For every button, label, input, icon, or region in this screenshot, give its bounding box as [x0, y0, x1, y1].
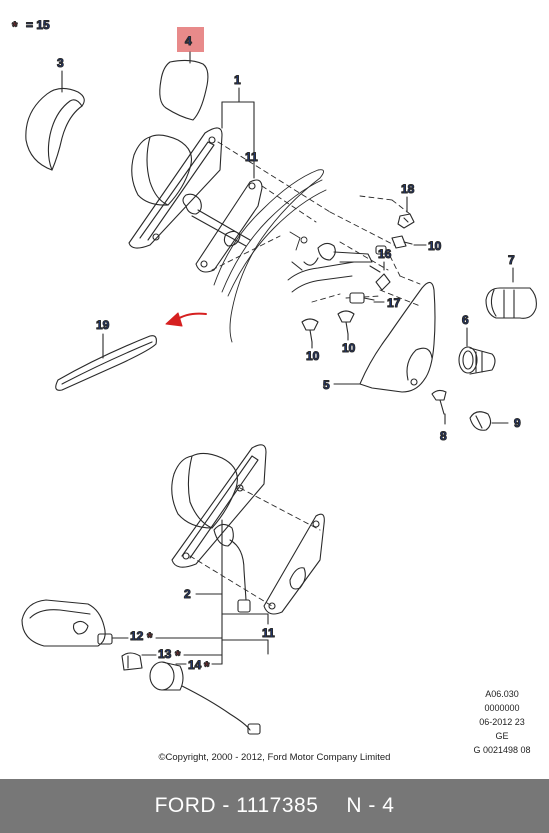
- mirror-glass-4: [159, 59, 209, 121]
- exploded-parts-diagram: * = 15 4 3 1 11: [11, 17, 537, 735]
- info-line-3: 06-2012 23: [479, 717, 525, 727]
- callout-3[interactable]: 3: [56, 55, 64, 70]
- footer-bar: FORD - 1117385 N - 4: [0, 779, 549, 833]
- clip-18: [397, 213, 415, 229]
- info-line-2: 0000000: [484, 703, 520, 713]
- copyright-text: ©Copyright, 2000 - 2012, Ford Motor Comp…: [158, 752, 391, 763]
- legend-asterisk: *: [12, 18, 18, 34]
- callout-17[interactable]: 17: [386, 295, 401, 310]
- callout-6[interactable]: 6: [461, 312, 469, 327]
- callout-13[interactable]: 13: [157, 646, 172, 661]
- callout-11-top[interactable]: 11: [244, 149, 258, 164]
- trim-strip-19: [55, 335, 157, 391]
- callout-7[interactable]: 7: [507, 252, 515, 267]
- connector-17: [349, 292, 375, 304]
- legend-equals-15: = 15: [26, 18, 50, 32]
- drawing-info-block: A06.030 0000000 06-2012 23 GE G 0021498 …: [458, 687, 546, 757]
- motor-14: [149, 661, 261, 735]
- highlight-box-4: [177, 27, 204, 52]
- callout-8[interactable]: 8: [439, 428, 447, 443]
- screw-10-a: [391, 235, 413, 249]
- callout-19[interactable]: 19: [95, 317, 110, 332]
- callout-4[interactable]: 4: [184, 33, 192, 48]
- screw-8: [431, 389, 447, 415]
- direction-arrow: [165, 312, 207, 327]
- cap-9: [469, 411, 492, 431]
- callout-2[interactable]: 2: [183, 586, 191, 601]
- callout-11-bottom[interactable]: 11: [261, 625, 275, 640]
- callout-5[interactable]: 5: [322, 377, 330, 392]
- star-13: *: [175, 647, 181, 663]
- guide-lines-upper: [211, 141, 421, 307]
- star-12: *: [147, 629, 153, 645]
- screw-10-b: [301, 318, 319, 343]
- info-line-5: G 0021498 08: [473, 745, 531, 755]
- bulb-13: [121, 652, 143, 671]
- info-line-1: A06.030: [485, 689, 519, 699]
- callout-18[interactable]: 18: [400, 181, 415, 196]
- callout-10-a[interactable]: 10: [427, 238, 442, 253]
- puddle-lamp-12: [21, 599, 113, 647]
- callout-9[interactable]: 9: [513, 415, 521, 430]
- mirror-assembly-upper: [128, 127, 263, 273]
- callout-12[interactable]: 12: [129, 628, 144, 643]
- mirror-cover-3: [25, 87, 85, 171]
- footer-part-number: FORD - 1117385: [154, 794, 319, 817]
- star-14: *: [204, 658, 210, 674]
- lamp-unit-7: [485, 287, 537, 319]
- connector-cluster-16: [291, 242, 391, 291]
- callout-16[interactable]: 16: [377, 246, 392, 261]
- guide-lines-lower: [189, 487, 321, 607]
- mirror-bracket-5: [359, 281, 436, 393]
- door-frame-outline: [213, 169, 355, 343]
- callout-10-b[interactable]: 10: [305, 348, 320, 363]
- info-line-4: GE: [495, 731, 509, 741]
- callout-10-c[interactable]: 10: [341, 340, 356, 355]
- screw-10-c: [337, 310, 355, 335]
- callout-1[interactable]: 1: [233, 72, 241, 87]
- callout-14[interactable]: 14: [187, 657, 202, 672]
- footer-page: N - 4: [346, 794, 395, 817]
- mirror-assembly-lower: [171, 444, 325, 615]
- lamp-holder-6: [458, 346, 496, 375]
